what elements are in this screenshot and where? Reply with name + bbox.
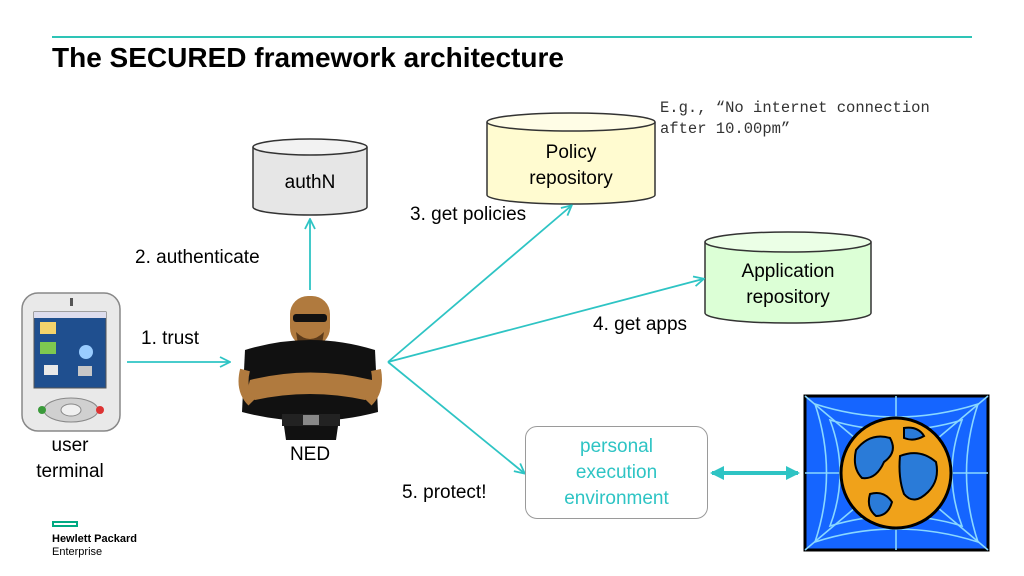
step-authenticate-label: 2. authenticate — [135, 247, 260, 268]
policy-repository-label: Policy repository — [487, 140, 655, 192]
example-policy-note: E.g., “No internet connection after 10.00… — [660, 98, 930, 140]
user-terminal-label-line2: terminal — [36, 461, 104, 482]
step-get-apps-label: 4. get apps — [593, 314, 688, 335]
get-policies-arrow — [387, 206, 571, 363]
phone-icon — [21, 292, 121, 432]
user-terminal-label-line1: user — [51, 435, 89, 456]
step-protect-label: 5. protect! — [402, 482, 487, 503]
application-repository-label: Application repository — [705, 259, 871, 311]
hpe-logo-text: Hewlett Packard Enterprise — [52, 533, 137, 559]
step-trust-label: 1. trust — [141, 328, 200, 349]
logo-line1: Hewlett Packard — [52, 533, 137, 545]
top-rule — [52, 36, 972, 38]
example-note-line2: after 10.00pm” — [660, 120, 791, 138]
bouncer-icon — [238, 296, 382, 440]
application-repository-database — [704, 231, 872, 324]
authn-database — [252, 138, 368, 216]
authn-label: authN — [284, 172, 336, 193]
personal-execution-environment-box: personal execution environment — [525, 426, 708, 519]
hpe-logo-bar — [52, 521, 78, 527]
application-repository-label-line2: repository — [746, 287, 830, 308]
protect-arrow — [387, 361, 524, 473]
ned-label: NED — [289, 444, 331, 465]
globe-network-icon — [803, 394, 990, 552]
policy-repository-label-line2: repository — [529, 168, 613, 189]
page-title: The SECURED framework architecture — [52, 42, 564, 73]
pee-label-line1: personal — [580, 435, 653, 457]
pee-label-line3: environment — [564, 487, 669, 509]
get-apps-arrow — [387, 279, 703, 363]
policy-repository-label-line1: Policy — [545, 142, 597, 163]
step-get-policies-label: 3. get policies — [410, 204, 527, 225]
application-repository-label-line1: Application — [741, 261, 835, 282]
example-note-line1: E.g., “No internet connection — [660, 99, 930, 117]
policy-repository-database — [486, 112, 656, 205]
logo-line2: Enterprise — [52, 546, 103, 558]
pee-label-line2: execution — [575, 461, 658, 483]
user-terminal-label: user terminal — [18, 433, 122, 485]
